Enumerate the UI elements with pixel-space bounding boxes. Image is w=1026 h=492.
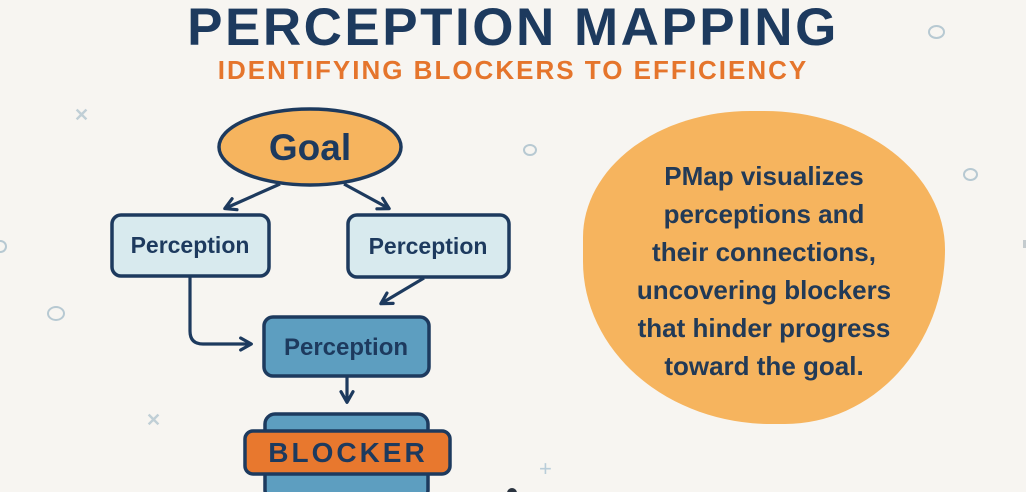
perception-right-label: Perception — [369, 233, 488, 259]
callout-line: that hinder progress — [637, 313, 891, 343]
connector-left-perception-to-merged — [188, 277, 253, 352]
goal-node-label: Goal — [269, 127, 351, 168]
connector-goal-to-right-perception — [343, 182, 391, 211]
callout-line: toward the goal. — [664, 351, 864, 381]
perception-left-label: Perception — [131, 232, 250, 258]
goal-node — [217, 107, 403, 187]
page-subtitle: IDENTIFYING BLOCKERS TO EFFICIENCY — [217, 55, 809, 85]
page-title: PERCEPTION MAPPING — [187, 0, 839, 57]
perception-right-node — [346, 213, 511, 279]
callout-blob: PMap visualizes perceptions and their co… — [583, 111, 945, 424]
connector-right-perception-to-merged — [379, 276, 425, 306]
connector-goal-to-left-perception — [223, 182, 281, 212]
perception-merged-label: Perception — [284, 334, 408, 361]
callout-line: PMap visualizes — [664, 161, 864, 191]
header: PERCEPTION MAPPING IDENTIFYING BLOCKERS … — [0, 0, 1026, 84]
callout-line: uncovering blockers — [636, 275, 892, 305]
perception-merged-node — [262, 315, 431, 378]
callout-line: their connections, — [652, 237, 876, 267]
blocker-node — [243, 429, 452, 476]
callout-text: PMap visualizes perceptions and their co… — [583, 111, 945, 385]
callout-line: perceptions and — [663, 199, 865, 229]
perception-left-node — [110, 213, 271, 278]
blocker-label: BLOCKER — [268, 437, 427, 468]
